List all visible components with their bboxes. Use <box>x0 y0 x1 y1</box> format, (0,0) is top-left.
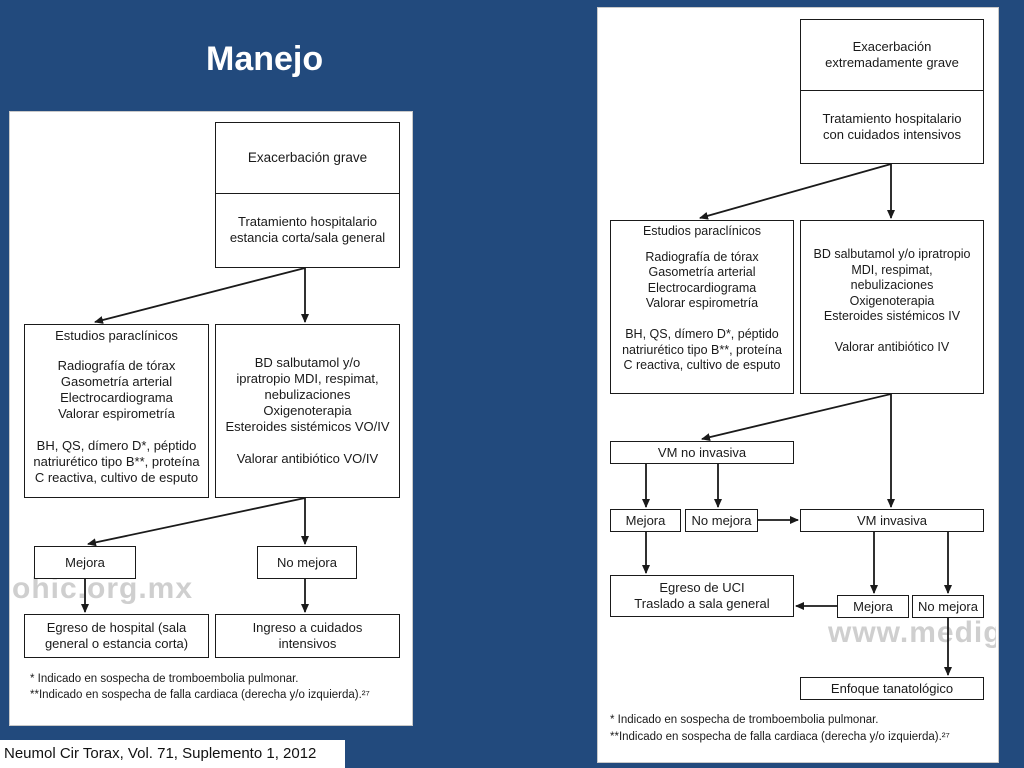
right-egreso-uci-box: Egreso de UCI Traslado a sala general <box>610 575 794 617</box>
right-hospital-treatment: Tratamiento hospitalario con cuidados in… <box>801 89 983 163</box>
left-hospital-treatment: Tratamiento hospitalario estancia corta/… <box>216 192 399 267</box>
slide-title: Manejo <box>206 40 324 78</box>
right-vm-no-invasiva-box: VM no invasiva <box>610 441 794 464</box>
right-severity-box: Exacerbación extremadamente grave Tratam… <box>800 19 984 164</box>
right-treatment-box: BD salbutamol y/o ipratropio MDI, respim… <box>800 220 984 394</box>
left-mejora-box: Mejora <box>34 546 136 579</box>
left-studies-title: Estudios paraclínicos <box>55 328 178 343</box>
right-footnote-2: **Indicado en sospecha de falla cardiaca… <box>610 731 950 743</box>
right-enfoque-box: Enfoque tanatológico <box>800 677 984 700</box>
right-footnote-1: * Indicado en sospecha de tromboembolia … <box>610 714 879 726</box>
arrow-right-to-vm-no-invasiva <box>701 393 892 442</box>
left-ingreso-box: Ingreso a cuidados intensivos <box>215 614 400 658</box>
right-studies-title: Estudios paraclínicos <box>642 224 762 238</box>
right-studies-box: Estudios paraclínicos Radiografía de tór… <box>610 220 794 394</box>
left-severity-box: Exacerbación grave Tratamiento hospitala… <box>215 122 400 268</box>
right-vm-invasiva-box: VM invasiva <box>800 509 984 532</box>
left-egreso-box: Egreso de hospital (sala general o estan… <box>24 614 209 658</box>
right-no-mejora-box: No mejora <box>685 509 758 532</box>
arrow-right-to-studies <box>699 163 892 220</box>
right-severity-header: Exacerbación extremadamente grave <box>825 38 959 70</box>
arrow-left-to-mejora <box>87 497 306 547</box>
right-studies-list: Radiografía de tórax Gasometría arterial… <box>622 249 782 373</box>
left-severity-header: Exacerbación grave <box>247 149 368 165</box>
left-studies-list: Radiografía de tórax Gasometría arterial… <box>33 358 200 485</box>
left-footnote-2: **Indicado en sospecha de falla cardiaca… <box>30 689 370 701</box>
right-no-mejora2-box: No mejora <box>912 595 984 618</box>
citation: Neumol Cir Torax, Vol. 71, Suplemento 1,… <box>0 740 345 768</box>
right-mejora2-box: Mejora <box>837 595 909 618</box>
left-no-mejora-box: No mejora <box>257 546 357 579</box>
left-footnote-1: * Indicado en sospecha de tromboembolia … <box>30 673 299 685</box>
arrow-left-to-studies <box>94 267 306 324</box>
left-treatment-box: BD salbutamol y/o ipratropio MDI, respim… <box>215 324 400 498</box>
right-mejora-box: Mejora <box>610 509 681 532</box>
left-studies-box: Estudios paraclínicos Radiografía de tór… <box>24 324 209 498</box>
right-watermark: www.medig <box>828 616 996 649</box>
